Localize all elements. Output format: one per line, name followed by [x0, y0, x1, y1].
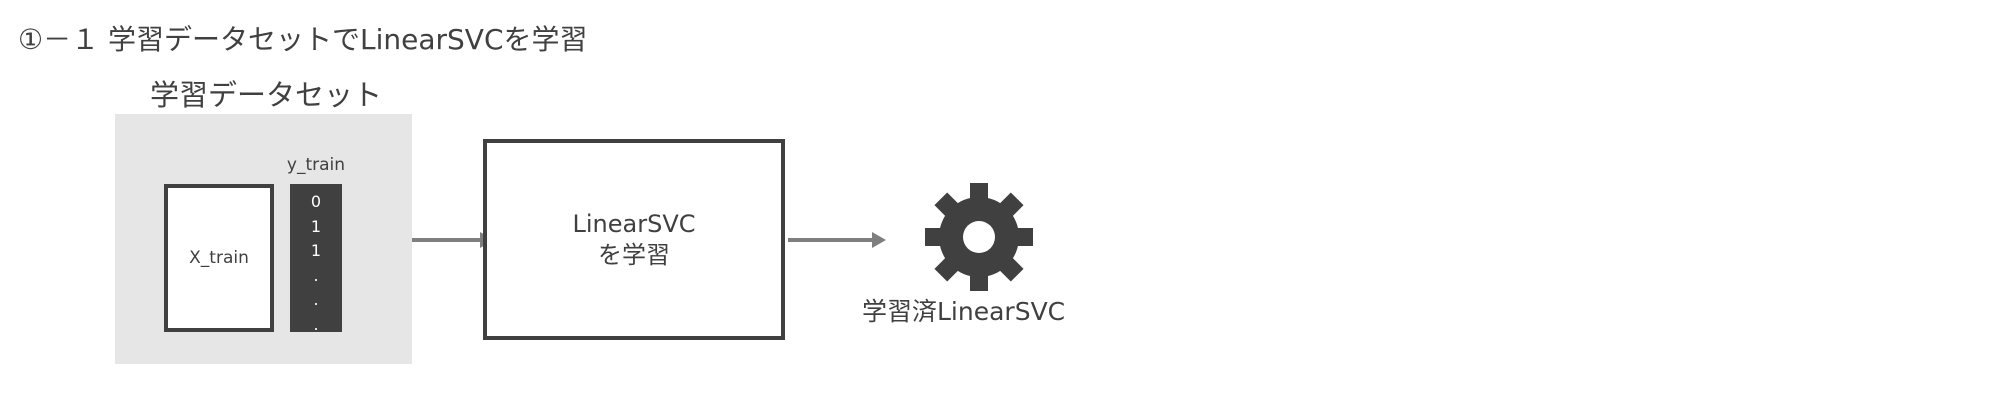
- arrow-to-model: [412, 232, 494, 248]
- y-train-label: y_train: [286, 155, 346, 175]
- model-line-2: を学習: [598, 240, 670, 269]
- y-train-column: 0 1 1 . . .: [290, 184, 342, 334]
- y-train-value: .: [313, 290, 319, 309]
- y-train-value: .: [313, 314, 319, 334]
- x-train-box: X_train: [164, 184, 274, 332]
- y-train-value: 1: [310, 241, 322, 260]
- dataset-label: 学習データセット: [150, 78, 383, 112]
- linearsvc-training-box: LinearSVC を学習: [483, 139, 785, 340]
- y-train-value: 1: [310, 216, 322, 236]
- slide-title: ①－１ 学習データセットでLinearSVCを学習: [18, 23, 588, 56]
- x-train-label: X_train: [189, 248, 249, 268]
- model-line-1: LinearSVC: [572, 209, 696, 238]
- trained-model-label: 学習済LinearSVC: [862, 297, 1066, 326]
- gear-icon: [924, 182, 1034, 292]
- arrow-to-trained-model: [788, 232, 886, 248]
- y-train-value: 0: [310, 192, 322, 211]
- y-train-value: .: [313, 265, 319, 285]
